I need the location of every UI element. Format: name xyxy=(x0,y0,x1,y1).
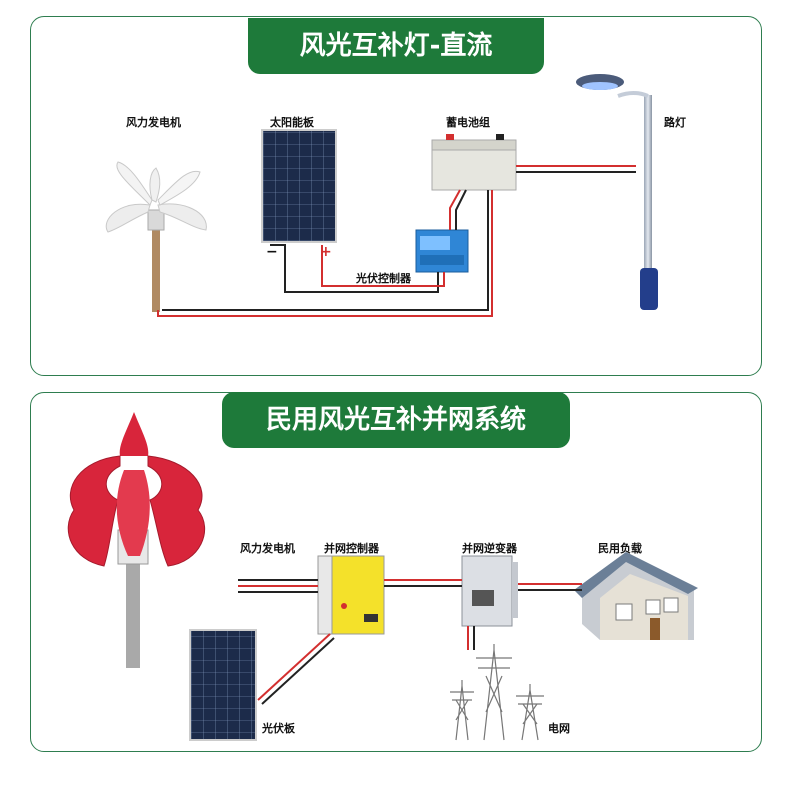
label-bottom-wind-turbine: 风力发电机 xyxy=(240,542,295,555)
label-pv-controller: 光伏控制器 xyxy=(356,272,411,285)
bottom-solar-panel xyxy=(189,629,257,741)
grid-controller-box xyxy=(317,555,385,635)
grid-inverter-box xyxy=(461,555,518,627)
label-grid: 电网 xyxy=(548,722,570,735)
top-wiring xyxy=(157,165,636,317)
red-wind-turbine xyxy=(67,412,206,668)
power-grid-towers xyxy=(450,644,544,741)
house xyxy=(574,552,698,640)
white-wind-turbine xyxy=(105,161,207,312)
pv-controller xyxy=(415,229,469,273)
label-plus: + xyxy=(320,244,332,260)
street-light xyxy=(576,74,658,310)
top-title: 风光互补灯-直流 xyxy=(248,18,544,74)
bottom-wiring xyxy=(238,579,582,705)
label-street-light: 路灯 xyxy=(664,116,686,129)
label-home-load: 民用负载 xyxy=(598,542,642,555)
label-minus: − xyxy=(266,244,278,260)
label-bottom-solar-panel: 光伏板 xyxy=(262,722,295,735)
label-battery: 蓄电池组 xyxy=(446,116,490,129)
battery-bank xyxy=(431,134,517,191)
label-grid-controller: 并网控制器 xyxy=(324,542,379,555)
label-grid-inverter: 并网逆变器 xyxy=(462,542,517,555)
label-top-solar-panel: 太阳能板 xyxy=(270,116,314,129)
label-top-wind-turbine: 风力发电机 xyxy=(126,116,181,129)
bottom-title: 民用风光互补并网系统 xyxy=(222,392,570,448)
top-solar-panel xyxy=(261,129,337,243)
